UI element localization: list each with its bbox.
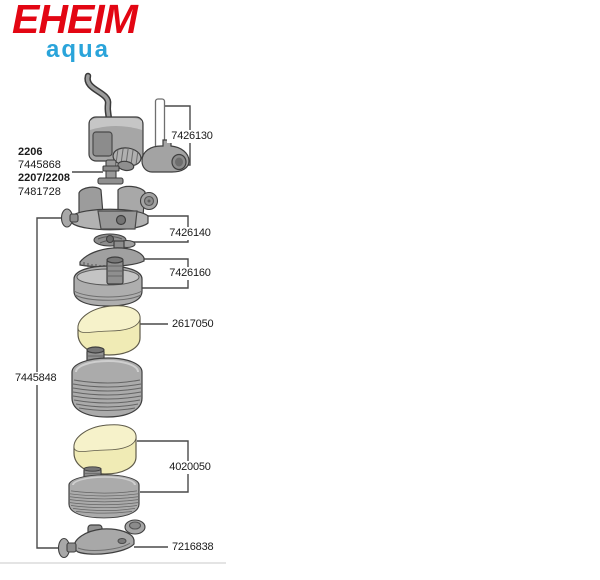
model-2207-2208: 2207/2208 — [18, 172, 70, 185]
part-number-foam-cartridge: 4020050 — [165, 461, 215, 474]
intake-cup — [73, 256, 143, 307]
part-number-intake-set: 7426160 — [165, 267, 215, 280]
suction-cup-upper — [60, 208, 79, 228]
pump-housing — [71, 185, 149, 231]
power-cord — [84, 72, 113, 125]
filter-basket-upper — [71, 346, 143, 418]
rotor-disc — [139, 191, 159, 211]
pump-head — [88, 116, 144, 172]
part-number-7445868: 7445868 — [18, 159, 61, 172]
eheim-logo-text: EHEIM — [12, 0, 138, 42]
part-number-outlet-kit: 7426130 — [167, 130, 217, 143]
model-2206: 2206 — [18, 146, 43, 158]
part-number-suction-cup-set: 7445848 — [13, 372, 59, 385]
cap-knob — [124, 519, 146, 535]
part-number-7481728: 7481728 — [18, 185, 61, 198]
impeller-shaft — [97, 159, 124, 185]
aqua-logo-text: aqua — [46, 36, 111, 63]
filter-basket-lower — [68, 465, 140, 519]
filter-foam-upper — [77, 305, 141, 356]
part-number-filter-foam: 2617050 — [170, 318, 216, 331]
outlet-elbow — [141, 139, 190, 173]
suction-cup-lower — [57, 537, 77, 559]
filter-foam-lower — [73, 424, 137, 475]
part-number-base-plate: 7216838 — [170, 541, 216, 554]
part-number-pump-housing: 7426140 — [165, 227, 215, 240]
impeller-variant-labels: 2206 7445868 2207/2208 7481728 — [18, 146, 70, 199]
